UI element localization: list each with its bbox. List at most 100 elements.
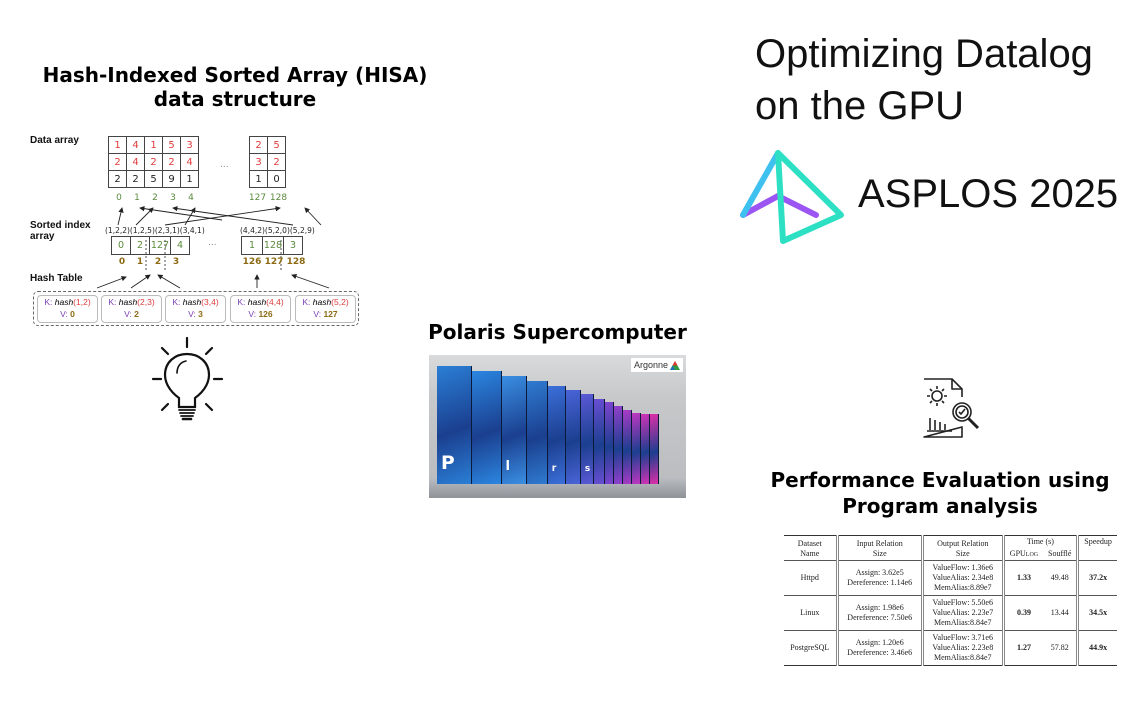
server-rack: [593, 398, 605, 484]
argonne-triangle-icon: [670, 360, 680, 370]
position-label: 126: [242, 257, 262, 267]
cell-line: Dereference: 1.14e6: [847, 578, 913, 587]
index-label: 2: [152, 193, 158, 203]
position-label: 1: [136, 257, 144, 267]
header-time: Time (s): [1003, 535, 1080, 548]
server-rack: l: [501, 376, 527, 484]
index-label: 127: [248, 193, 267, 203]
gpulog-time: 1.27: [1003, 630, 1044, 666]
sorted-cell: 128: [263, 237, 284, 254]
argonne-text: Argonne: [633, 360, 668, 370]
hash-fn: hash: [312, 297, 332, 307]
sorted-cell: 127: [150, 237, 171, 254]
header-text: Size: [872, 549, 887, 558]
dataset-name: Linux: [784, 595, 839, 631]
sorted-cell: 0: [112, 237, 131, 254]
dataset-name: Httpd: [784, 560, 839, 596]
server-rack: r: [547, 385, 566, 484]
hash-value: 0: [70, 309, 75, 319]
souffle-time: 49.48: [1043, 560, 1080, 596]
paper-title-line2: on the GPU: [755, 84, 965, 128]
argonne-logo: Argonne: [630, 358, 683, 372]
header-text: Dataset: [797, 539, 822, 548]
key-label: K:: [44, 297, 53, 307]
sorted-cell: 1: [242, 237, 263, 254]
data-array-indices-left: 0 1 2 3 4: [110, 193, 200, 203]
server-rack: [632, 412, 642, 484]
index-label: 3: [170, 193, 176, 203]
data-cell: 9: [162, 170, 181, 188]
hash-value: 3: [198, 309, 203, 319]
position-label: 0: [118, 257, 126, 267]
hash-value: 2: [134, 309, 139, 319]
hash-entry: K: hash(2,3) V: 2: [101, 295, 162, 323]
cell-line: ValueFlow: 5.50e6: [932, 598, 993, 607]
lightbulb-icon: [151, 336, 224, 421]
server-rack: [614, 406, 624, 484]
hash-key: (4,4): [266, 297, 284, 307]
evaluation-title-line2: Program analysis: [842, 494, 1038, 518]
sorted-index-label-line2: array: [30, 231, 55, 242]
sorted-cell: 2: [131, 237, 150, 254]
position-label: 128: [286, 257, 306, 267]
position-label: 3: [172, 257, 180, 267]
hash-entry: K: hash(1,2) V: 0: [37, 295, 98, 323]
gpulog-time: 1.33: [1003, 560, 1044, 596]
index-label: 128: [269, 193, 288, 203]
gpulog-time: 0.39: [1003, 595, 1044, 631]
value-label: V:: [313, 309, 322, 319]
server-rack: [565, 390, 581, 484]
sorted-index-array-left: 0 2 127 4: [111, 236, 190, 255]
server-rack: P: [437, 366, 472, 484]
key-label: K:: [172, 297, 181, 307]
hash-table: K: hash(1,2) V: 0 K: hash(2,3) V: 2 K: h…: [33, 291, 359, 326]
cell-line: ValueAlias: 2.23e7: [932, 608, 994, 617]
data-cell: 2: [108, 170, 127, 188]
index-label: 1: [134, 193, 140, 203]
data-array-indices-right: 127 128: [247, 193, 289, 203]
hash-key: (3,4): [201, 297, 219, 307]
sorted-tuples-right: (4,4,2)(5,2,0)(5,2,9): [240, 226, 315, 235]
key-label: K:: [237, 297, 246, 307]
sorted-positions-right: 126 127 128: [241, 257, 307, 267]
souffle-time: 13.44: [1043, 595, 1080, 631]
speedup: 34.5x: [1077, 595, 1117, 631]
hash-key: (2,3): [137, 297, 155, 307]
server-rack: [472, 371, 502, 484]
rack-letter: P: [441, 453, 455, 474]
table-subheader-row: GPUlog Soufflé: [784, 548, 1117, 561]
souffle-time: 57.82: [1043, 630, 1080, 666]
sorted-index-label: Sorted index array: [30, 220, 91, 242]
cell-line: MemAlias:8.84e7: [934, 618, 992, 627]
hash-fn: hash: [247, 297, 267, 307]
paper-title-line1: Optimizing Datalog: [755, 32, 1093, 76]
key-label: K:: [108, 297, 117, 307]
conference-name: ASPLOS 2025: [858, 172, 1119, 216]
speedup: 44.9x: [1077, 630, 1117, 666]
cell-line: Assign: 1.20e6: [855, 638, 904, 647]
hash-key: (5,2): [331, 297, 349, 307]
cell-line: ValueFlow: 1.36e6: [932, 563, 993, 572]
hash-value: 126: [258, 309, 273, 319]
index-label: 4: [188, 193, 194, 203]
position-label: 2: [154, 257, 162, 267]
rack-letter: l: [505, 459, 511, 474]
evaluation-title: Performance Evaluation using Program ana…: [745, 467, 1135, 519]
data-array-label: Data array: [30, 135, 79, 146]
hash-fn: hash: [118, 297, 138, 307]
server-rack: [650, 414, 660, 484]
cell-line: MemAlias:8.89e7: [934, 583, 992, 592]
data-cell: 2: [267, 153, 286, 171]
